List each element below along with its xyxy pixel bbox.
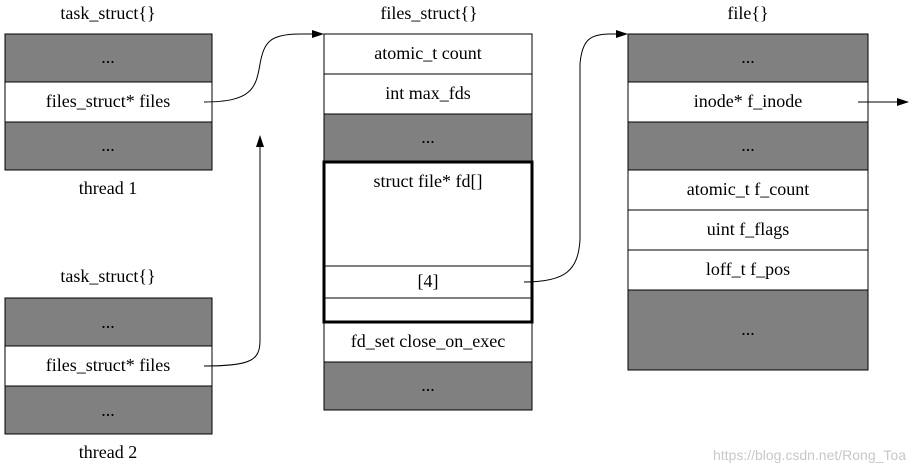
file-cell-inode (627, 81, 869, 123)
file-inode-text: inode* f_inode (694, 91, 802, 111)
file-ellipsis-1-text: ... (741, 47, 755, 67)
files-struct: atomic_t count int max_fds ... struct fi… (322, 33, 534, 411)
file-cell-f-flags (627, 209, 869, 251)
thread1-to-files-struct-arrow (203, 30, 324, 103)
file-f-flags-text: uint f_flags (707, 219, 790, 239)
fd-array-highlight-border (322, 160, 534, 324)
watermark-text: https://blog.csdn.net/Rong_Toa (713, 447, 906, 463)
file-ellipsis-3-text: ... (741, 319, 755, 339)
file-f-count-text: atomic_t f_count (687, 179, 809, 199)
thread1-task-struct: ... files_struct* files ... (4, 33, 213, 171)
thread2-cell-2 (4, 385, 213, 435)
thread1-cell-1 (4, 81, 213, 123)
thread2-to-files-struct-arrow (203, 135, 264, 367)
file-cell-ellipsis-3 (627, 289, 869, 371)
thread2-task-struct: ... files_struct* files ... (4, 297, 213, 435)
files-struct-cell-ellipsis-2 (323, 361, 533, 411)
files-struct-cell-close-on-exec (323, 321, 533, 363)
file-cell-ellipsis-1 (627, 33, 869, 83)
thread1-cell-0-text: ... (101, 47, 115, 67)
thread1-cell-2 (4, 121, 213, 171)
thread1-cell-2-text: ... (101, 135, 115, 155)
thread1-struct-label: task_struct{} (60, 3, 155, 23)
file-struct-label: file{} (727, 3, 768, 23)
file-f-pos-text: loff_t f_pos (706, 259, 790, 279)
fd4-to-file-arrow (523, 30, 628, 283)
file-cell-f-count (627, 169, 869, 211)
thread2-files-pointer: files_struct* files (46, 355, 170, 375)
files-struct-label: files_struct{} (380, 3, 477, 23)
thread2-cell-0 (4, 297, 213, 347)
files-struct-count-text: atomic_t count (374, 43, 481, 63)
thread2-cell-0-text: ... (101, 312, 115, 332)
files-struct-max-fds-text: int max_fds (385, 83, 471, 103)
thread1-files-pointer: files_struct* files (46, 91, 170, 111)
files-struct-fd-index-text: [4] (418, 271, 439, 291)
thread1-caption: thread 1 (79, 178, 137, 198)
files-struct-ellipsis-2-text: ... (421, 375, 435, 395)
file-struct: ... inode* f_inode ... atomic_t f_count … (627, 33, 869, 371)
thread1-cell-0 (4, 33, 213, 83)
files-struct-close-on-exec-text: fd_set close_on_exec (351, 331, 505, 351)
thread2-cell-2-text: ... (101, 400, 115, 420)
file-cell-ellipsis-2 (627, 121, 869, 171)
file-ellipsis-2-text: ... (741, 135, 755, 155)
files-struct-ellipsis-1-text: ... (421, 127, 435, 147)
files-struct-cell-max-fds (323, 73, 533, 115)
files-struct-fd-array-text: struct file* fd[] (374, 171, 483, 191)
thread2-struct-label: task_struct{} (60, 266, 155, 286)
thread2-caption: thread 2 (79, 442, 137, 462)
files-struct-cell-fd-5 (323, 297, 533, 323)
files-struct-cell-fd-array (323, 161, 533, 267)
